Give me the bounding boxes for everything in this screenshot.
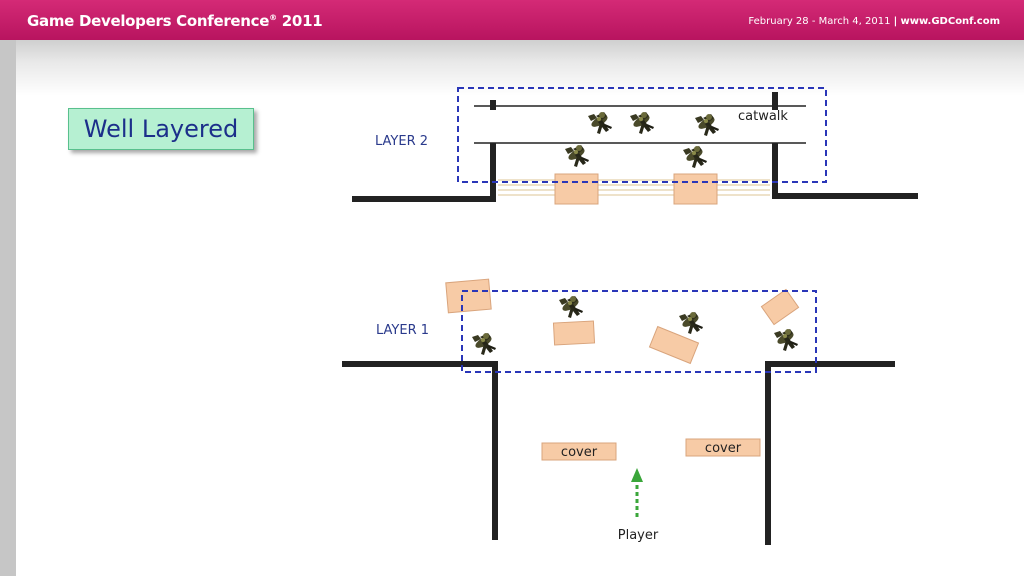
conference-title: Game Developers Conference® 2011 [27, 12, 323, 30]
conference-name: Game Developers Conference [27, 12, 270, 30]
layer2-label: LAYER 2 [375, 134, 428, 149]
left-rail [0, 40, 16, 576]
crate [760, 288, 800, 326]
crate [673, 173, 718, 205]
cover-label-right: cover [705, 441, 742, 456]
conference-dates: February 28 - March 4, 2011 [748, 16, 891, 27]
crate [648, 325, 700, 365]
slide-title-box: Well Layered [68, 108, 254, 150]
slide-title: Well Layered [83, 115, 239, 143]
player-label: Player [618, 528, 659, 543]
soldier-icon [695, 114, 719, 136]
info-separator: | [893, 16, 898, 27]
soldier-icon [683, 146, 707, 168]
crate [552, 320, 596, 346]
floor-left-lower [342, 361, 498, 367]
soldier-icon [774, 329, 798, 351]
crate [554, 173, 599, 205]
registered-mark: ® [269, 13, 277, 22]
cover-label-left: cover [561, 445, 598, 460]
header-shadow [0, 40, 1024, 96]
wall-right-upper [772, 143, 778, 199]
conference-website[interactable]: www.GDConf.com [900, 16, 1000, 27]
soldier-icon [588, 112, 612, 134]
floor-left-upper [352, 196, 496, 202]
soldier-icon [472, 333, 496, 355]
crate [445, 278, 492, 314]
layer1-boundary [461, 290, 817, 373]
wall-post-left [490, 100, 496, 110]
soldier-icon [565, 145, 589, 167]
layer1-label: LAYER 1 [376, 323, 429, 338]
floor-right-upper [772, 193, 918, 199]
player-arrow-icon [631, 468, 643, 517]
stairs [498, 179, 770, 196]
soldier-icon [559, 296, 583, 318]
conference-info: February 28 - March 4, 2011 | www.GDConf… [748, 16, 1000, 27]
header-band [0, 0, 1024, 40]
wall-right-corridor [765, 361, 771, 545]
wall-post-right [772, 92, 778, 110]
wall-left-upper [490, 143, 496, 201]
floor-right-lower [765, 361, 895, 367]
catwalk-label: catwalk [738, 109, 788, 124]
soldier-icon [679, 312, 703, 334]
conference-year: 2011 [281, 12, 323, 30]
cover-crate-left [541, 442, 617, 461]
cover-crate-right [685, 438, 761, 457]
wall-left-corridor [492, 361, 498, 540]
layer2-boundary [457, 87, 827, 183]
soldier-icon [630, 112, 654, 134]
